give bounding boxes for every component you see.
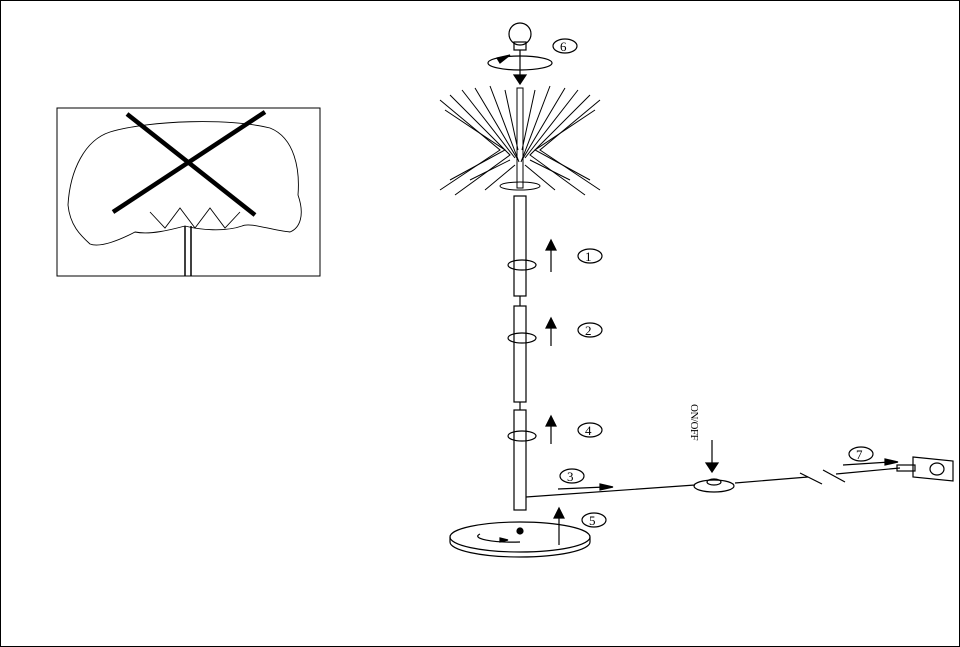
svg-text:3: 3 <box>567 469 574 484</box>
step-7-label: 7 <box>848 446 874 462</box>
step-4-label: 4 <box>577 422 603 438</box>
warning-inset <box>56 107 321 277</box>
lamp-shade <box>439 85 601 196</box>
lamp-pole <box>513 195 527 511</box>
cloth-drape <box>67 121 302 246</box>
foot-switch-icon[interactable] <box>693 440 735 493</box>
svg-text:4: 4 <box>585 423 592 438</box>
on-off-switch-label: ON/OFF <box>688 404 700 441</box>
step-6-label: 6 <box>552 38 578 54</box>
lamp-base <box>449 506 591 558</box>
step-2-label: 2 <box>577 322 603 338</box>
svg-text:5: 5 <box>589 513 596 528</box>
step-1-label: 1 <box>577 248 603 264</box>
svg-text:1: 1 <box>585 249 592 264</box>
step-4-arrow-icon <box>507 414 557 444</box>
wall-socket-icon <box>842 456 954 482</box>
step-2-arrow-icon <box>507 316 557 346</box>
bulb-icon <box>487 22 553 86</box>
step-1-arrow-icon <box>507 238 557 272</box>
svg-text:6: 6 <box>560 39 567 54</box>
step-5-label: 5 <box>581 512 607 528</box>
power-cord <box>525 467 901 498</box>
svg-text:2: 2 <box>585 323 592 338</box>
step-3-label: 3 <box>559 468 585 484</box>
svg-text:7: 7 <box>856 447 863 462</box>
cross-mark-icon <box>111 110 267 217</box>
